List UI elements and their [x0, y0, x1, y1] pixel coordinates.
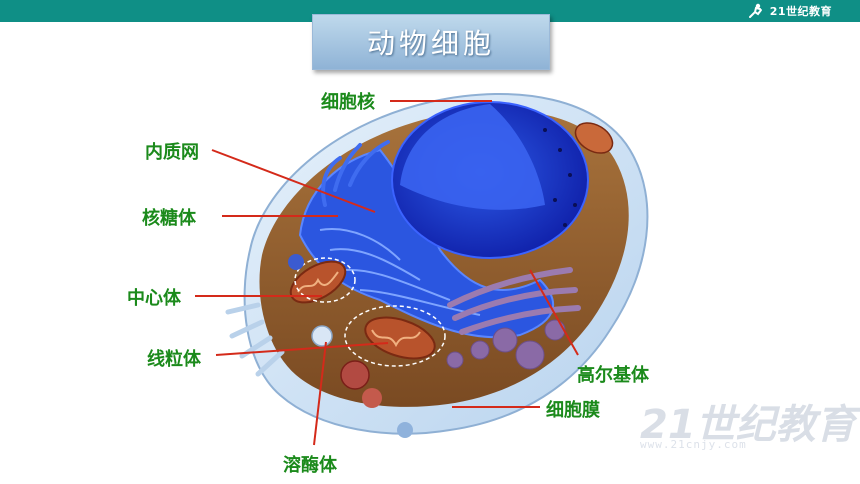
runner-logo-icon — [748, 3, 762, 18]
label-cell-membrane: 细胞膜 — [546, 400, 600, 421]
leader-lines — [195, 100, 579, 446]
vesicle — [397, 422, 413, 438]
top-banner: 21世纪教育 — [0, 0, 860, 22]
mitochondrion-shape-3 — [574, 122, 614, 154]
mitochondrion-shape — [364, 316, 436, 360]
label-lysosome: 溶酶体 — [283, 455, 337, 476]
label-centrosome: 中心体 — [127, 288, 181, 309]
er-branches — [321, 140, 390, 207]
title-box: 动物细胞 — [312, 14, 550, 70]
watermark-url: www.21cnjy.com — [640, 438, 747, 451]
label-golgi: 高尔基体 — [577, 365, 649, 386]
nuclear-pores — [543, 128, 577, 227]
watermark-text: 21世纪教育 — [640, 402, 856, 448]
label-nucleus: 细胞核 — [321, 92, 375, 113]
leader-mitochondria — [215, 342, 389, 356]
label-mitochondria: 线粒体 — [147, 349, 201, 370]
leader-er — [211, 149, 376, 213]
leader-lysosome — [313, 341, 327, 446]
label-ribosome: 核糖体 — [142, 208, 196, 229]
label-endoplasmic-reticulum: 内质网 — [145, 142, 199, 163]
leader-golgi — [529, 269, 579, 356]
vesicle — [288, 254, 304, 270]
nucleus-cutaway — [400, 104, 545, 210]
lysosome-shape — [311, 325, 382, 408]
logo-text: 21世纪教育 — [769, 5, 832, 18]
mitochondria-highlight — [344, 305, 446, 367]
page-title: 动物细胞 — [366, 27, 495, 60]
golgi-apparatus-shape — [447, 267, 581, 335]
brand-logo: 21世纪教育 — [746, 2, 832, 20]
centrosome-highlight — [294, 257, 356, 303]
